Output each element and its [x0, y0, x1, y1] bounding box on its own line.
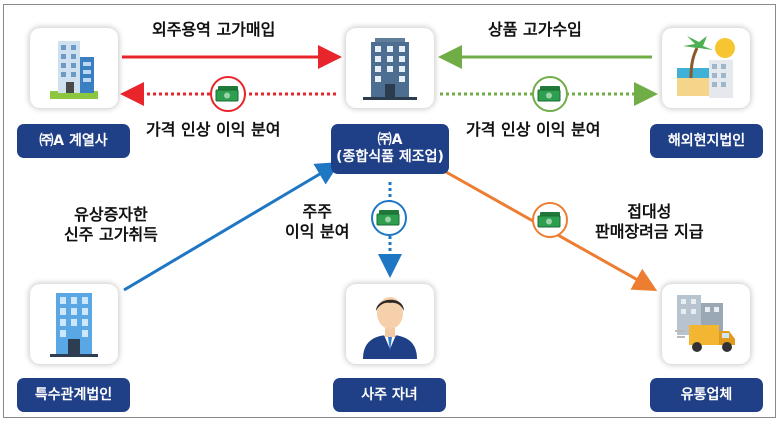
special-label-text: 특수관계법인 — [34, 386, 113, 403]
new-shares-text: 유상증자한 신주 고가취득 — [64, 205, 158, 245]
money-cash-icon — [537, 212, 561, 228]
new-shares-text-line1: 유상증자한 — [74, 205, 148, 224]
overseas-label-text: 해외현지법인 — [667, 132, 746, 149]
money-cash-icon — [376, 210, 400, 226]
company-a-label: ㈜A (종합식품 제조업) — [331, 124, 449, 174]
distributor-label: 유통업체 — [650, 378, 763, 412]
outsourcing-text: 외주용역 고가매입 — [152, 20, 276, 39]
special-icon-card — [30, 284, 118, 364]
company-a-label-line2: (종합식품 제조업) — [336, 149, 444, 165]
owner-child-icon-card — [346, 284, 434, 364]
new-shares-text-line2: 신주 고가취득 — [64, 225, 158, 244]
owner-child-label-text: 사주 자녀 — [361, 386, 418, 403]
shareholder-text-line1: 주주 — [302, 202, 332, 221]
businessman-avatar-icon — [363, 297, 417, 359]
overseas-icon-card — [662, 28, 750, 108]
rebate-text: 접대성 판매장려금 지급 — [595, 202, 704, 242]
profit-share-overseas-text: 가격 인상 이익 분여 — [466, 120, 601, 139]
money-cash-icon — [215, 86, 239, 102]
profit-share-affiliate-text: 가격 인상 이익 분여 — [146, 120, 281, 139]
glass-tower-building-icon — [50, 293, 98, 357]
money-badge-affiliate — [210, 76, 246, 112]
arrow-new-shares — [123, 161, 341, 292]
delivery-truck-warehouse-icon — [675, 295, 735, 352]
distributor-label-text: 유통업체 — [680, 386, 733, 403]
money-badge-rebate — [532, 202, 568, 238]
owner-child-label: 사주 자녀 — [333, 378, 446, 412]
affiliate-label-text: ㈜A 계열사 — [39, 132, 108, 149]
office-building-icon — [363, 38, 417, 100]
company-a-icon-card — [346, 28, 434, 108]
tropical-beach-building-icon — [677, 36, 735, 98]
company-a-label-line1: ㈜A — [377, 132, 403, 148]
shareholder-text: 주주 이익 분여 — [285, 202, 349, 242]
import-text: 상품 고가수입 — [488, 20, 582, 39]
affiliate-icon-card — [30, 28, 118, 108]
overseas-label: 해외현지법인 — [650, 124, 763, 158]
distributor-icon-card — [662, 284, 750, 364]
rebate-text-line2: 판매장려금 지급 — [595, 222, 704, 241]
money-badge-overseas — [532, 76, 568, 112]
office-building-icon — [50, 41, 98, 99]
affiliate-label: ㈜A 계열사 — [17, 124, 130, 158]
special-label: 특수관계법인 — [17, 378, 130, 412]
shareholder-text-line2: 이익 분여 — [285, 222, 350, 241]
money-badge-shareholder — [371, 200, 407, 236]
rebate-text-line1: 접대성 — [627, 202, 672, 221]
money-cash-icon — [537, 86, 561, 102]
